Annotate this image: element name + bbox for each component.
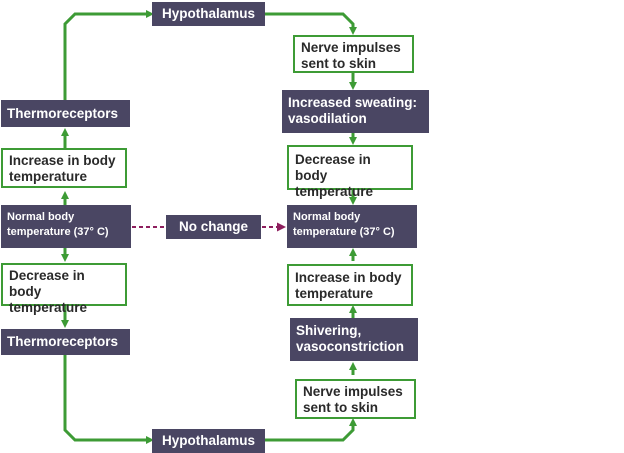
left-decrease-box: Decrease in body temperature [1,263,127,315]
shivering-line1: Shivering, [296,323,362,338]
right-nerve-top-line2: sent to skin [301,56,377,71]
right-increase-line2: temperature [295,286,374,301]
arrow-thermo-to-hypothalamus-bottom [63,355,154,444]
no-change-label: No change [178,219,248,234]
thermoreceptors-top: Thermoreceptors [1,100,130,127]
left-normal-box: Normal body temperature (37° C) [1,205,131,248]
right-increase-line1: Increase in body [295,270,402,285]
right-normal-box: Normal body temperature (37° C) [287,205,417,248]
hypothalamus-bottom: Hypothalamus [152,429,265,453]
right-decrease-box: Decrease in body temperature [287,145,413,199]
thermoreceptors-bottom: Thermoreceptors [1,329,130,355]
right-nerve-bottom-line1: Nerve impulses [303,384,403,399]
hypothalamus-bottom-label: Hypothalamus [161,433,256,448]
shivering-box: Shivering, vasoconstriction [290,318,418,361]
left-normal-line2: temperature (37° C) [7,226,109,238]
sweating-line2: vasodilation [288,111,367,126]
right-nerve-top-box: Nerve impulses sent to skin [293,35,414,73]
sweating-box: Increased sweating: vasodilation [282,90,429,133]
shivering-line2: vasoconstriction [296,339,405,354]
right-nerve-bottom-box: Nerve impulses sent to skin [295,379,416,419]
right-normal-line2: temperature (37° C) [293,226,395,238]
left-increase-box: Increase in body temperature [1,148,127,188]
thermoreceptors-bottom-label: Thermoreceptors [7,334,119,349]
sweating-line1: Increased sweating: [288,95,418,110]
hypothalamus-top: Hypothalamus [152,2,265,26]
arrow-hypothalamus-to-nerve-top [263,12,357,35]
arrow-thermo-to-hypothalamus-top [63,10,154,100]
left-decrease-line1: Decrease in body [9,268,85,299]
left-decrease-line2: temperature [9,300,88,315]
left-increase-line1: Increase in body [9,153,116,168]
hypothalamus-top-label: Hypothalamus [161,6,256,21]
right-decrease-line2: temperature [295,184,374,199]
thermoreceptors-top-label: Thermoreceptors [7,106,119,121]
right-decrease-line1: Decrease in body [295,152,371,183]
left-increase-line2: temperature [9,169,88,184]
right-nerve-top-line1: Nerve impulses [301,40,401,55]
right-nerve-bottom-line2: sent to skin [303,400,379,415]
right-increase-box: Increase in body temperature [287,264,413,306]
right-normal-line1: Normal body [293,211,361,223]
left-normal-line1: Normal body [7,211,75,223]
no-change-box: No change [166,215,261,239]
arrow-hypothalamus-to-nerve-bottom [263,418,357,442]
